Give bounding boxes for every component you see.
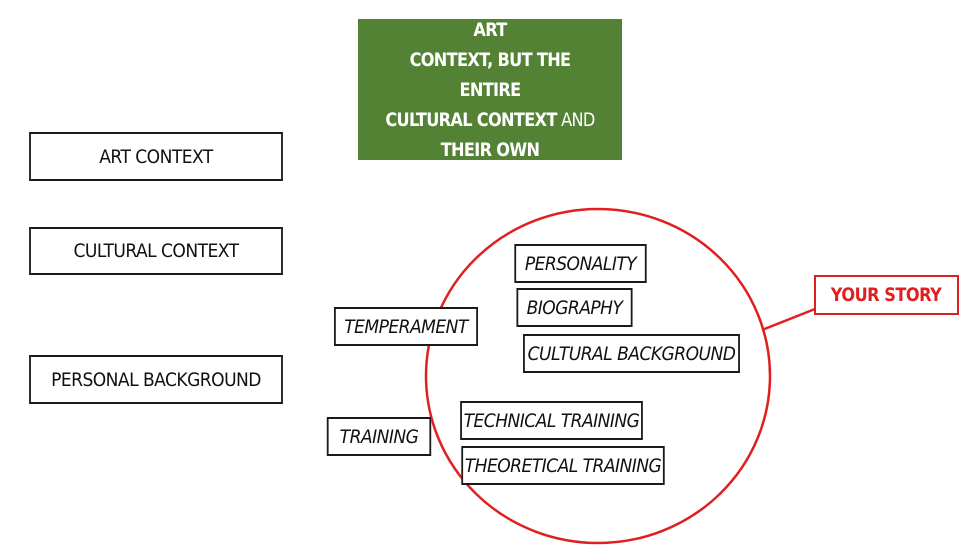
personal-background-label: PERSONAL BACKGROUND [51, 368, 261, 391]
personality-label: PERSONALITY [524, 252, 637, 275]
theoretical-training-label: THEORETICAL TRAINING [464, 454, 662, 477]
art-context-box: ART CONTEXT [29, 132, 283, 181]
training-label: TRAINING [339, 425, 419, 448]
cultural-context-box: CULTURAL CONTEXT [29, 227, 283, 275]
story-connector-line [761, 307, 816, 332]
temperament-label: TEMPERAMENT [344, 315, 468, 338]
banner-line-3: CULTURAL CONTEXT AND [378, 105, 602, 135]
your-story-box: YOUR STORY [814, 275, 959, 315]
banner-callout: YES, BUT NOT ONLY THE ART CONTEXT, BUT T… [358, 0, 622, 191]
personality-box: PERSONALITY [514, 244, 647, 283]
personal-background-box: PERSONAL BACKGROUND [29, 355, 283, 404]
theoretical-training-box: THEORETICAL TRAINING [461, 446, 665, 485]
cultural-background-label: CULTURAL BACKGROUND [527, 342, 736, 365]
banner-line-1: YES, BUT NOT ONLY THE ART [387, 0, 593, 41]
cultural-background-box: CULTURAL BACKGROUND [523, 334, 740, 373]
biography-box: BIOGRAPHY [516, 288, 633, 327]
cultural-context-label: CULTURAL CONTEXT [73, 240, 239, 262]
technical-training-label: TECHNICAL TRAINING [463, 409, 640, 432]
banner-line-4: THEIR OWN BACKGROUND [429, 138, 552, 191]
banner-line-2: CONTEXT, BUT THE ENTIRE [409, 48, 572, 101]
art-context-label: ART CONTEXT [99, 145, 213, 168]
banner-line-3-bold: CULTURAL CONTEXT [385, 108, 557, 131]
training-box: TRAINING [326, 417, 432, 456]
temperament-box: TEMPERAMENT [334, 307, 478, 346]
biography-label: BIOGRAPHY [526, 296, 623, 319]
your-story-label: YOUR STORY [831, 284, 942, 306]
technical-training-box: TECHNICAL TRAINING [460, 401, 643, 440]
banner-line-3-plain: AND [556, 108, 595, 131]
story-circle [424, 207, 772, 545]
